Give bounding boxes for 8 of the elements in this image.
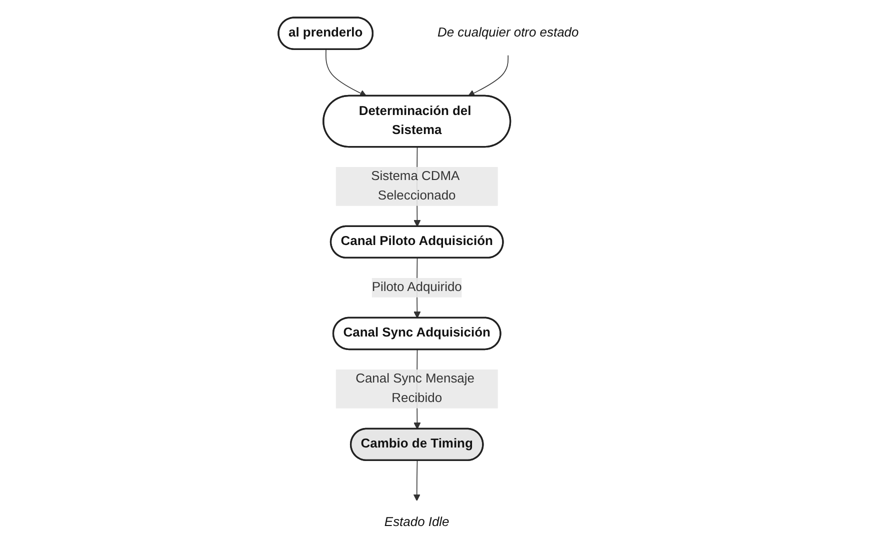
arrow [414,460,421,502]
node-text: Estado Idle [384,515,450,530]
edge-label: Piloto Adquirido [372,280,462,294]
arrow [468,54,509,96]
node-text: De cualquier otro estado [438,26,579,40]
edge-label: Canal Sync Mensaje Recibido [356,372,475,406]
arrow [326,49,367,96]
edge-label: Sistema CDMA Seleccionado [371,169,460,203]
